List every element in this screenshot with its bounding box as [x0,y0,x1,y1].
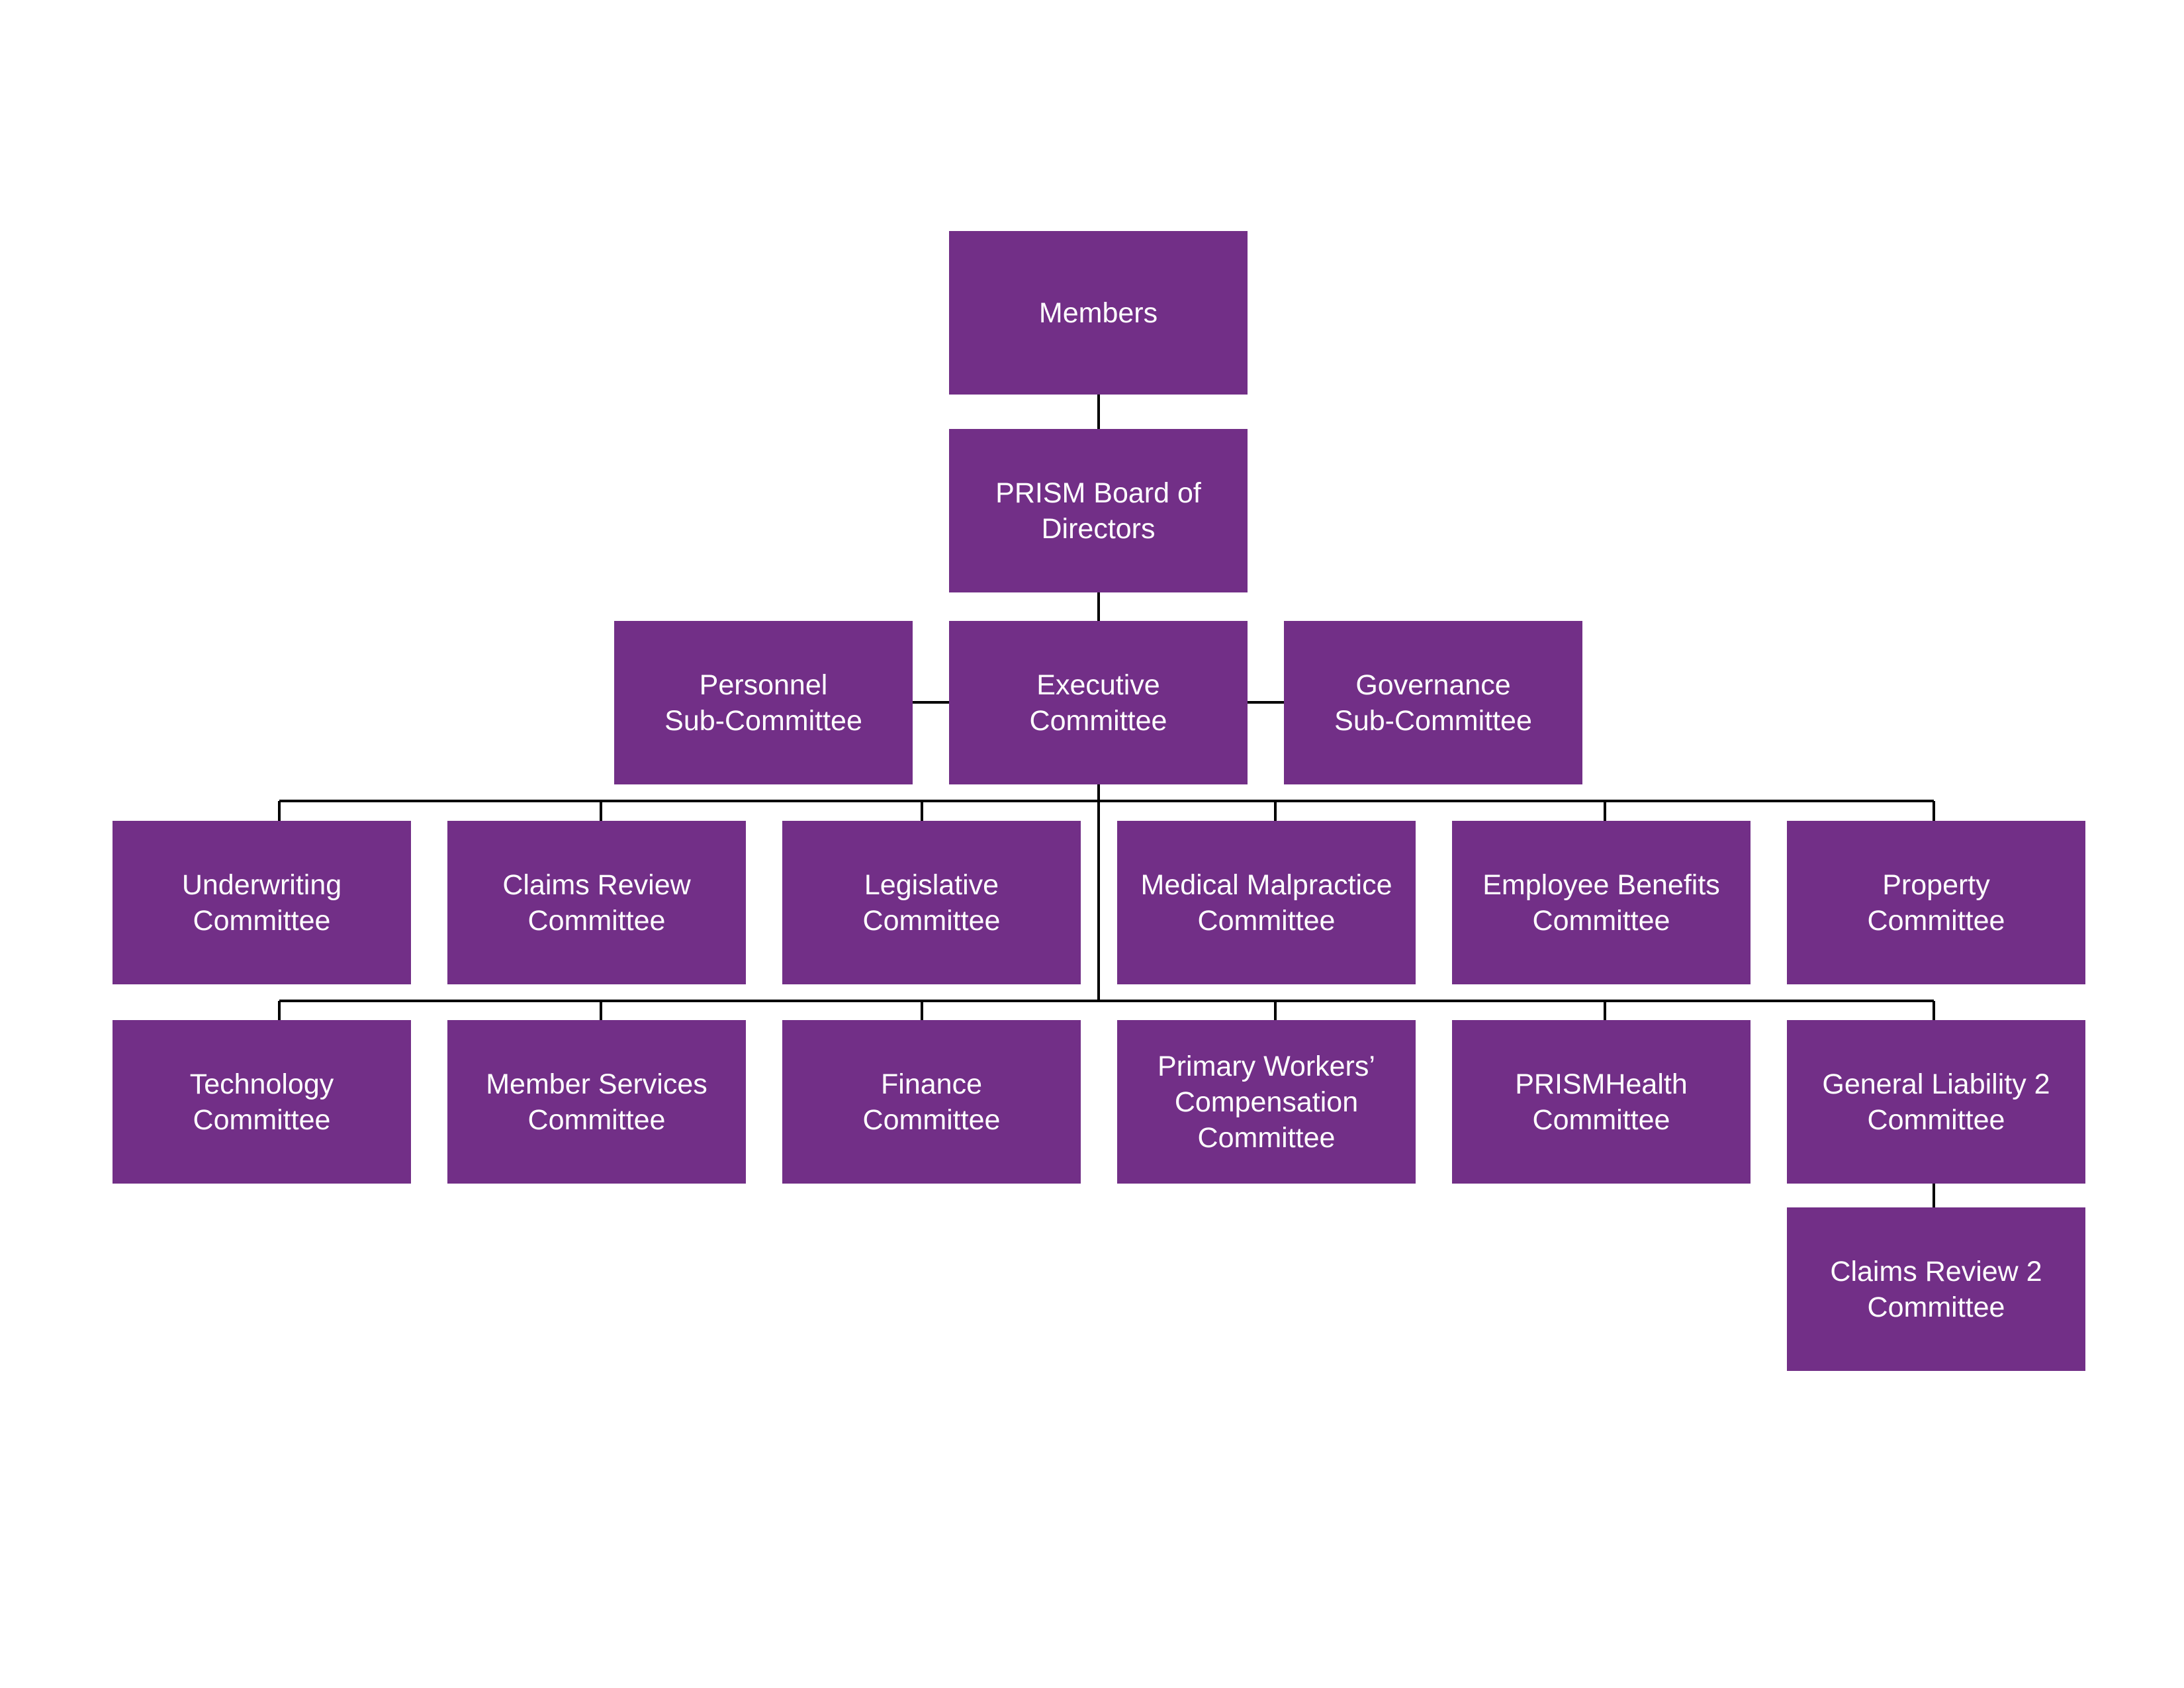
members-node: Members [949,231,1248,395]
underwriting-committee-node: Underwriting Committee [113,821,411,984]
claims-review-committee-node: Claims Review Committee [447,821,746,984]
board-of-directors-node: PRISM Board of Directors [949,429,1248,592]
primary-workers-compensation-committee-node: Primary Workers’ Compensation Committee [1117,1020,1416,1184]
legislative-committee-node: Legislative Committee [782,821,1081,984]
personnel-subcommittee-node: Personnel Sub-Committee [614,621,913,784]
technology-committee-node: Technology Committee [113,1020,411,1184]
medical-malpractice-committee-node: Medical Malpractice Committee [1117,821,1416,984]
executive-committee-node: Executive Committee [949,621,1248,784]
claims-review-2-committee-node: Claims Review 2 Committee [1787,1207,2085,1371]
finance-committee-node: Finance Committee [782,1020,1081,1184]
general-liability-2-committee-node: General Liability 2 Committee [1787,1020,2085,1184]
property-committee-node: Property Committee [1787,821,2085,984]
governance-subcommittee-node: Governance Sub-Committee [1284,621,1582,784]
member-services-committee-node: Member Services Committee [447,1020,746,1184]
prismhealth-committee-node: PRISMHealth Committee [1452,1020,1751,1184]
employee-benefits-committee-node: Employee Benefits Committee [1452,821,1751,984]
